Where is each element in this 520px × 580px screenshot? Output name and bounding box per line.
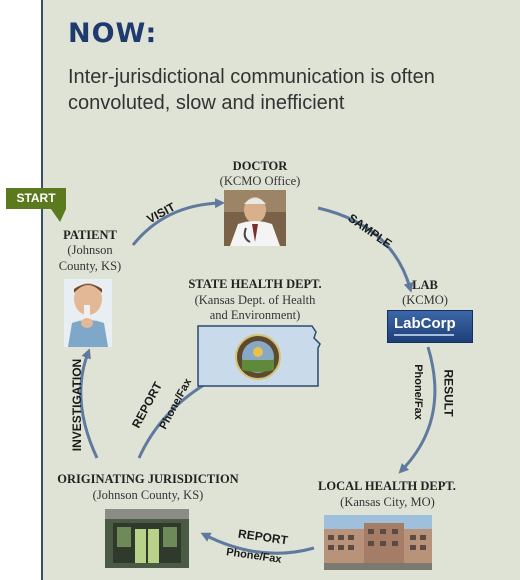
report-bottom-arrow (200, 532, 315, 555)
local-title: LOCAL HEALTH DEPT. (318, 479, 456, 493)
patient-subtitle-line1: (Johnson (67, 243, 113, 257)
labcorp-logo-text: LabCorp (394, 315, 456, 332)
page-subtitle: Inter-jurisdictional communication is of… (68, 66, 435, 114)
visit-arrow (131, 198, 225, 246)
labcorp-tagline-line (394, 334, 454, 336)
state-subtitle-line2: and Environment) (209, 308, 301, 322)
content-panel (41, 0, 520, 580)
patient-photo (64, 279, 112, 347)
result-sub-label: Phone/Fax (411, 364, 424, 420)
lab-subtitle: (KCMO) (402, 293, 448, 307)
page-title: NOW: (68, 18, 158, 49)
lab-title: LAB (412, 278, 438, 292)
origin-subtitle: (Johnson County, KS) (92, 488, 204, 502)
sample-arrow (317, 206, 414, 293)
investigation-label: INVESTIGATION (70, 358, 85, 452)
state-title: STATE HEALTH DEPT. (188, 277, 322, 291)
originating-building-photo (105, 509, 189, 568)
patient-subtitle-line2: County, KS) (58, 259, 122, 273)
investigation-arrow (79, 348, 99, 459)
origin-title: ORIGINATING JURISDICTION (57, 472, 239, 486)
doctor-title: DOCTOR (232, 159, 288, 173)
doctor-photo (224, 190, 286, 246)
doctor-subtitle: (KCMO Office) (219, 174, 301, 188)
patient-title: PATIENT (63, 228, 117, 242)
labcorp-logo: LabCorp (387, 310, 473, 343)
local-health-building-photo (324, 515, 432, 570)
result-arrow (398, 346, 437, 474)
start-badge: START (6, 188, 66, 209)
state-subtitle-line1: (Kansas Dept. of Health (194, 293, 316, 307)
local-subtitle: (Kansas City, MO) (340, 495, 435, 509)
result-label: RESULT (441, 369, 456, 417)
